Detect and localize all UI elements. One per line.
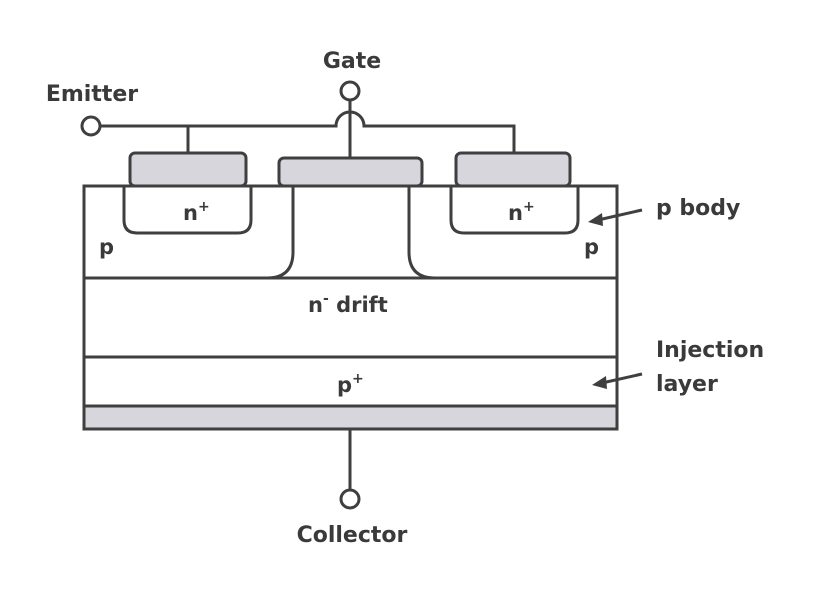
gate-terminal-icon [339, 80, 361, 102]
injection-annotation-line2: layer [656, 372, 718, 397]
injection-layer-arrow-icon [592, 372, 643, 389]
emitter-terminal-icon [80, 115, 102, 137]
p-right-label: p [584, 235, 599, 259]
device-body [82, 184, 619, 431]
p-body-right-well [407, 186, 436, 280]
n-plus-right-label: n+ [508, 199, 535, 225]
n-plus-left-label: n+ [183, 199, 210, 225]
emitter-wire [101, 110, 516, 153]
gate-contact [277, 156, 424, 188]
emitter-contact-right [454, 151, 572, 188]
gate-label: Gate [323, 49, 381, 74]
emitter-label: Emitter [46, 82, 138, 107]
p-plus-label: p+ [337, 371, 364, 397]
emitter-contact-left [128, 151, 248, 188]
p-body-left-well [266, 186, 295, 280]
collector-metal [82, 404, 619, 431]
injection-annotation-line1: Injection [656, 338, 764, 363]
drift-label: n- drift [308, 291, 388, 317]
n-plus-left-well [122, 186, 253, 235]
n-plus-right-well [449, 186, 580, 235]
collector-terminal-icon [339, 488, 361, 510]
p-body-annotation: p body [656, 196, 740, 221]
collector-label: Collector [297, 523, 408, 548]
p-left-label: p [99, 235, 114, 259]
p-body-arrow-icon [588, 208, 643, 226]
